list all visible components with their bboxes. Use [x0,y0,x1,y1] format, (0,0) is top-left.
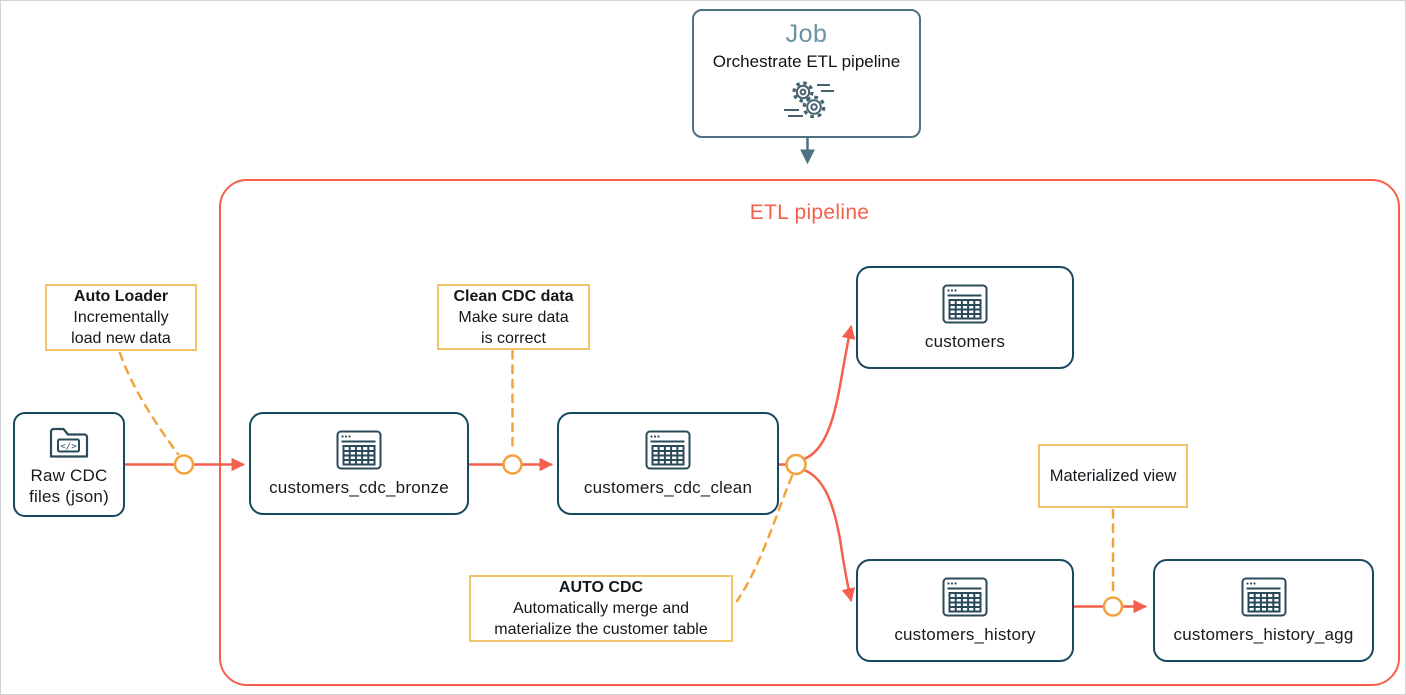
annotation-line: load new data [71,330,171,347]
table-icon [336,430,382,469]
annotation-auto-loader: Auto Loader Incrementally load new data [45,284,197,351]
node-label: customers_history_agg [1173,624,1354,644]
annotation-line: Automatically merge and [512,600,690,617]
gears-automation-icon [783,81,834,119]
node-customers: customers [856,266,1074,369]
table-icon [942,577,988,616]
code-glyph: </> [60,442,77,452]
table-icon [1241,577,1286,616]
annotation-line: materialize the customer table [494,621,708,638]
node-customers-cdc-clean: customers_cdc_clean [557,412,779,515]
node-label: customers_cdc_bronze [269,477,449,497]
folder-code-icon: </> [49,427,89,458]
node-label: Raw CDC files (json) [29,465,109,507]
annotation-title: Clean CDC data [453,287,574,305]
node-label: customers_history [894,624,1036,644]
annotation-title: AUTO CDC [558,579,644,596]
source-label-line1: Raw CDC [30,465,108,485]
annotation-clean-cdc-data: Clean CDC data Make sure data is correct [437,284,590,350]
source-label-line2: files (json) [29,486,109,506]
annotation-title: Auto Loader [73,288,169,305]
lead-auto-loader [118,351,180,456]
etl-pipeline-container: ETL pipeline [219,179,1400,686]
job-box: Job Orchestrate ETL pipeline [692,9,921,138]
annotation-line: is correct [481,329,546,347]
annotation-line: Materialized view [1049,466,1177,485]
node-label: customers [924,331,1006,351]
junction-auto-loader [173,454,195,475]
table-icon [645,430,691,469]
etl-pipeline-title: ETL pipeline [749,201,870,224]
node-raw-cdc-files: </> Raw CDC files (json) [13,412,125,517]
table-icon [942,284,988,323]
node-customers-history: customers_history [856,559,1074,662]
annotation-line: Make sure data [458,308,569,326]
annotation-auto-cdc: AUTO CDC Automatically merge and materia… [469,575,733,642]
node-label: customers_cdc_clean [583,477,753,497]
job-subtitle: Orchestrate ETL pipeline [712,52,901,71]
node-customers-cdc-bronze: customers_cdc_bronze [249,412,469,515]
annotation-materialized-view: Materialized view [1038,444,1188,508]
job-title: Job [785,20,828,48]
node-customers-history-agg: customers_history_agg [1153,559,1374,662]
annotation-line: Incrementally [73,309,169,326]
